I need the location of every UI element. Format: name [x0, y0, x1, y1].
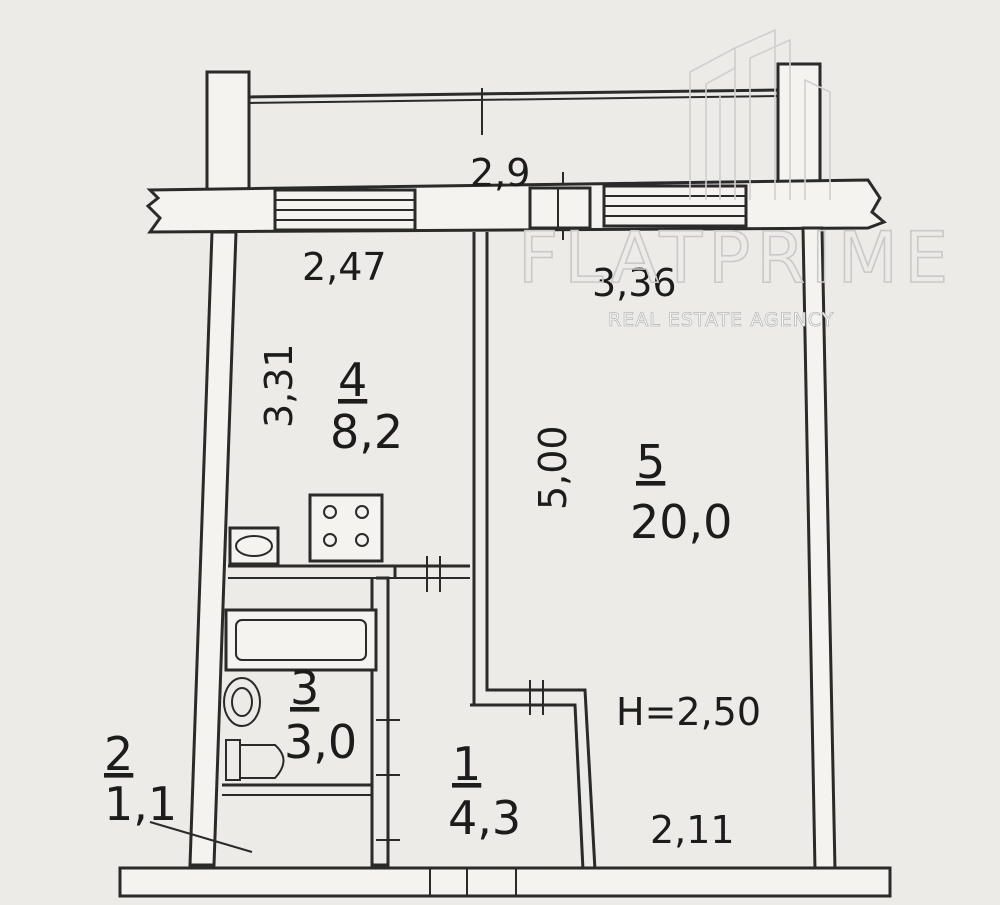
room-area: 8,2 — [330, 405, 403, 459]
washbasin-bowl — [223, 677, 261, 727]
room-number: 4 — [338, 353, 367, 407]
room-area: 4,3 — [448, 791, 521, 845]
exterior-wall-left — [188, 230, 238, 867]
partition-kitchen-room-inner — [485, 232, 597, 871]
bathtub-inner — [235, 619, 367, 661]
room-1-label: 1 4,3 — [448, 737, 521, 845]
sink-basin — [235, 535, 273, 557]
stove-burner-2 — [355, 505, 369, 519]
exterior-wall-top — [145, 178, 887, 234]
dim-kitchen-width: 2,47 — [302, 245, 387, 289]
watermark-tagline: REAL ESTATE AGENCY — [608, 309, 834, 331]
bathroom-wall-right — [370, 576, 390, 867]
room-5-label: 5 20,0 — [630, 435, 732, 549]
balcony-door — [528, 186, 592, 230]
stove-burner-4 — [355, 533, 369, 547]
room-number: 5 — [636, 435, 665, 489]
bathtub — [224, 608, 378, 672]
partition-kitchen-room — [470, 232, 476, 707]
ceiling-height: H=2,50 — [616, 690, 761, 734]
room-area: 3,0 — [284, 715, 357, 769]
toilet-tank — [225, 739, 241, 781]
room-number: 2 — [104, 727, 133, 781]
watermark: FLATPRIME REAL ESTATE AGENCY — [517, 28, 954, 331]
room-number: 3 — [290, 661, 319, 715]
exterior-wall-bottom — [118, 866, 892, 898]
balcony-rail — [248, 88, 779, 99]
room-2-label: 2 1,1 — [104, 727, 177, 831]
kitchen-stove — [308, 493, 384, 563]
kitchen-sink — [228, 526, 280, 566]
toilet-bowl — [239, 744, 285, 779]
room-area: 20,0 — [630, 495, 732, 549]
dim-room-width: 3,36 — [592, 261, 677, 305]
toilet — [225, 739, 285, 781]
dim-corridor-width: 2,11 — [650, 808, 735, 852]
stove-body — [308, 493, 384, 563]
washbasin — [223, 677, 261, 727]
dim-room-length: 5,00 — [531, 425, 575, 510]
washbasin-inner — [231, 687, 253, 717]
watermark-logo-icon — [689, 28, 831, 200]
exterior-wall-bottom-body — [118, 866, 892, 898]
stove-burner-3 — [323, 533, 337, 547]
closet-hatch-line — [149, 821, 253, 853]
balcony-left-post — [205, 70, 251, 194]
stove-burner-1 — [323, 505, 337, 519]
watermark-brand: FLATPRIME — [518, 217, 954, 299]
balcony-right-post — [776, 62, 822, 194]
dim-kitchen-length: 3,31 — [257, 343, 301, 428]
room-number: 1 — [452, 737, 481, 791]
sink-body — [228, 526, 280, 566]
room-3-label: 3 3,0 — [284, 661, 357, 769]
dim-balcony-width: 2,9 — [470, 151, 530, 195]
bathroom-walls — [222, 556, 544, 867]
room-4-label: 4 8,2 — [330, 353, 403, 459]
room-area: 1,1 — [104, 777, 177, 831]
partition-corridor — [474, 703, 585, 871]
